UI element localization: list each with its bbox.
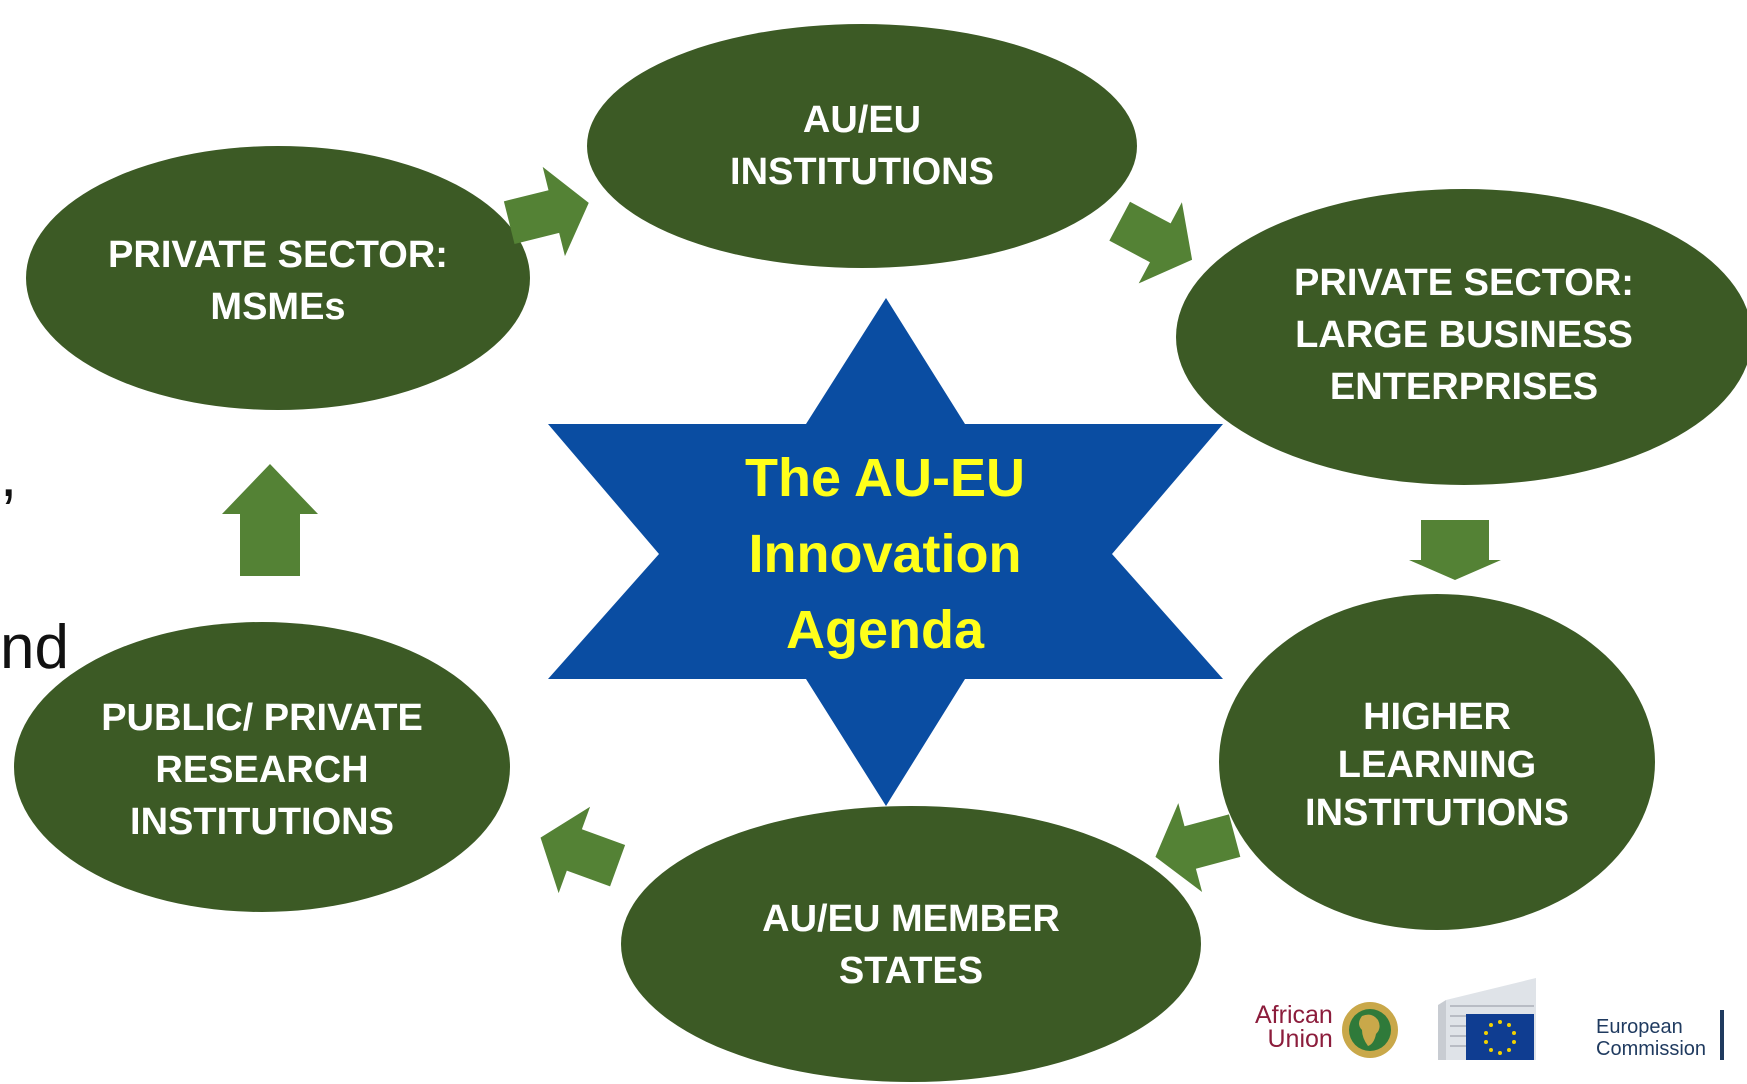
background-text-fragment: , xyxy=(0,441,18,510)
node-ellipse-au-eu-member-states xyxy=(621,806,1201,1082)
node-ellipse-private-sector-msmes xyxy=(26,146,530,410)
center-star xyxy=(548,298,1223,806)
node-ellipse-au-eu-institutions xyxy=(587,24,1137,268)
arrow-member-states-to-research xyxy=(540,806,626,894)
arrow-msmes-to-au-eu xyxy=(503,166,589,257)
african-union-emblem-icon xyxy=(1342,1002,1398,1058)
node-label-private-sector-msmes: PRIVATE SECTOR:MSMEs xyxy=(108,234,448,328)
arrow-au-eu-to-large-business xyxy=(1109,201,1193,284)
arrow-large-business-to-higher-learning xyxy=(1409,520,1501,580)
arrow-research-to-msmes xyxy=(222,464,318,576)
arrow-higher-learning-to-member-states xyxy=(1155,803,1241,892)
node-ellipse-higher-learning xyxy=(1219,594,1655,930)
background-text-fragment: nd xyxy=(0,613,69,682)
node-ellipse-private-sector-large-business xyxy=(1176,189,1747,485)
node-ellipse-public-private-research xyxy=(14,622,510,912)
european-commission-logo-icon xyxy=(1438,978,1724,1060)
